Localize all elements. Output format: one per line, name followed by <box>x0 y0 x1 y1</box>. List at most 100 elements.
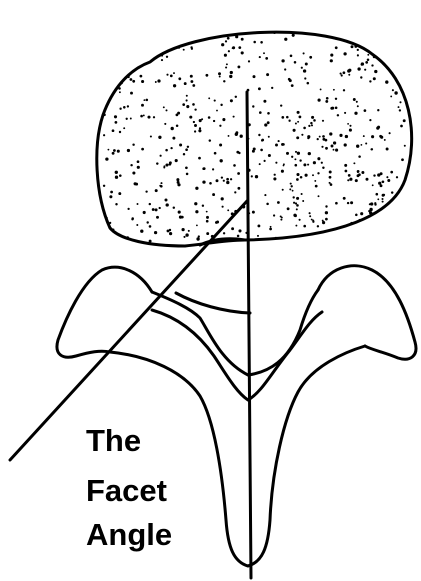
stipple-dot <box>216 221 219 224</box>
stipple-dot <box>392 89 394 91</box>
stipple-dot <box>206 216 209 219</box>
stipple-dot <box>206 211 208 213</box>
stipple-dot <box>293 202 295 204</box>
stipple-dot <box>311 116 314 119</box>
stipple-dot <box>291 156 293 158</box>
stipple-dot <box>281 170 284 173</box>
stipple-dot <box>358 155 361 158</box>
stipple-dot <box>206 232 209 235</box>
stipple-dot <box>329 176 332 179</box>
stipple-dot <box>181 216 184 219</box>
stipple-dot <box>155 208 158 211</box>
stipple-dot <box>237 187 240 190</box>
stipple-dot <box>103 114 105 116</box>
stipple-dot <box>109 222 111 224</box>
stipple-dot <box>357 105 359 107</box>
stipple-dot <box>194 108 196 110</box>
stipple-dot <box>183 236 185 238</box>
stipple-dot <box>317 138 319 140</box>
stipple-dot <box>357 54 359 56</box>
stipple-dot <box>228 50 230 52</box>
stipple-dot <box>213 120 215 122</box>
stipple-dot <box>345 135 348 138</box>
stipple-dot <box>130 92 133 95</box>
stipple-dot <box>350 201 353 204</box>
stipple-dot <box>375 193 378 196</box>
stipple-dot <box>303 52 305 54</box>
stipple-dot <box>126 236 129 239</box>
stipple-dot <box>266 73 269 76</box>
stipple-dot <box>106 217 108 219</box>
stipple-dot <box>293 129 296 132</box>
stipple-dot <box>189 116 192 119</box>
stipple-dot <box>223 80 225 82</box>
stipple-dot <box>158 136 161 139</box>
stipple-dot <box>235 35 238 38</box>
stipple-dot <box>155 81 157 83</box>
stipple-dot <box>166 74 168 76</box>
stipple-dot <box>264 160 266 162</box>
stipple-dot <box>230 71 233 74</box>
stipple-dot <box>185 166 188 169</box>
stipple-dot <box>105 157 108 160</box>
stipple-dot <box>374 202 376 204</box>
stipple-dot <box>372 184 374 186</box>
stipple-dot <box>237 235 240 238</box>
stipple-dot <box>377 198 379 200</box>
stipple-dot <box>164 198 167 201</box>
stipple-dot <box>348 174 351 177</box>
stipple-dot <box>277 201 280 204</box>
stipple-dot <box>380 172 383 175</box>
stipple-dot <box>183 49 185 51</box>
stipple-dot <box>238 46 241 49</box>
stipple-dot <box>282 189 284 191</box>
stipple-dot <box>339 134 342 137</box>
stipple-dot <box>343 197 346 200</box>
stipple-dot <box>288 120 290 122</box>
stipple-dot <box>359 219 361 221</box>
stipple-dot <box>230 178 232 180</box>
stipple-dot <box>170 147 172 149</box>
stipple-dot <box>353 162 355 164</box>
stipple-dot <box>294 61 297 64</box>
stipple-dot <box>394 91 397 94</box>
stipple-dot <box>343 71 346 74</box>
stipple-dot <box>221 176 223 178</box>
stipple-dot <box>299 219 301 221</box>
stipple-dot <box>360 212 363 215</box>
stipple-dot <box>112 152 115 155</box>
stipple-dot <box>165 149 168 152</box>
stipple-dot <box>267 112 270 115</box>
stipple-dot <box>309 212 311 214</box>
stipple-dot <box>294 214 297 217</box>
stipple-dot <box>214 100 216 102</box>
stipple-dot <box>299 159 301 161</box>
stipple-dot <box>317 157 320 160</box>
stipple-dot <box>335 46 338 49</box>
stipple-dot <box>303 163 306 166</box>
stipple-dot <box>340 73 342 75</box>
stipple-dot <box>305 63 308 66</box>
stipple-dot <box>259 111 262 114</box>
stipple-dot <box>383 194 385 196</box>
stipple-dot <box>325 218 328 221</box>
stipple-dot <box>286 116 289 119</box>
stipple-dot <box>169 161 172 164</box>
stipple-dot <box>315 185 318 188</box>
stipple-dot <box>113 229 115 231</box>
stipple-dot <box>154 231 157 234</box>
stipple-dot <box>157 79 160 82</box>
facet-angle-label: The Facet Angle <box>86 423 172 552</box>
stipple-dot <box>263 100 266 103</box>
stipple-dot <box>182 228 185 231</box>
stipple-dot <box>114 115 117 118</box>
stipple-dot <box>299 116 302 119</box>
stipple-dot <box>208 116 211 119</box>
right-transverse-process <box>318 266 416 359</box>
stipple-dot <box>108 149 110 151</box>
stipple-dot <box>349 129 352 132</box>
lamina-inner-contour <box>152 310 322 400</box>
stipple-dot <box>198 235 200 237</box>
stipple-dot <box>169 232 172 235</box>
